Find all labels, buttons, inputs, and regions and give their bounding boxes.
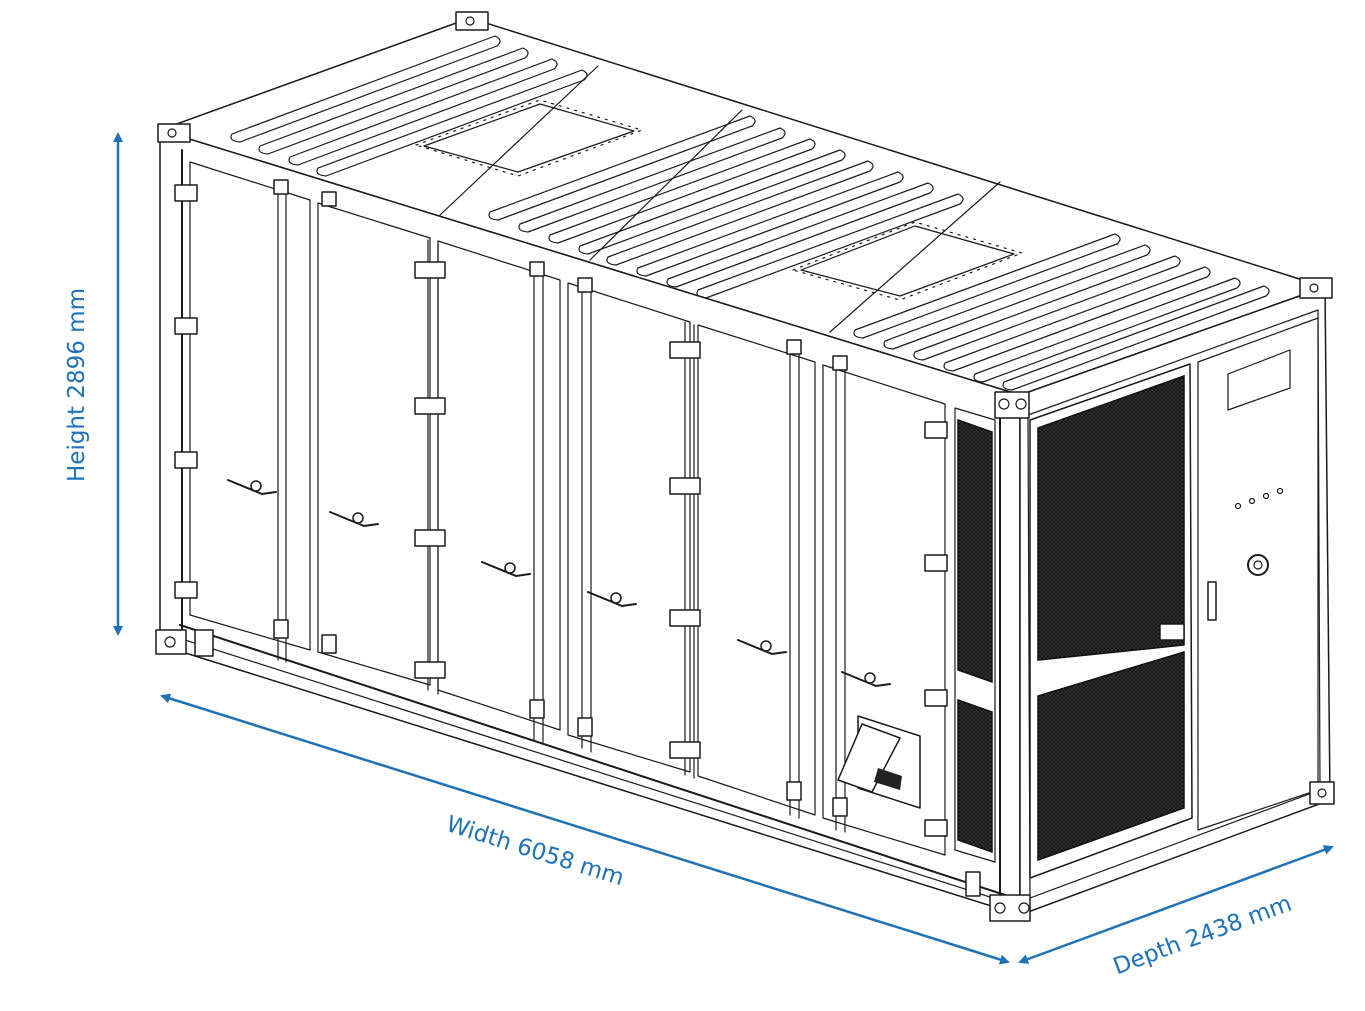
roof-hatch-2 — [792, 221, 1023, 301]
width-label: Width 6058 mm — [443, 811, 627, 891]
depth-label: Depth 2438 mm — [1110, 891, 1295, 981]
roof-ribs-3 — [853, 233, 1270, 391]
width-arrow — [160, 693, 1010, 965]
dimension-height: Height 2896 mm — [64, 132, 123, 636]
depth-arrow — [1018, 845, 1334, 964]
container-drawing — [155, 11, 1335, 922]
end-louvre-panels — [1029, 363, 1193, 879]
roof-hatch-1 — [415, 99, 643, 177]
height-label: Height 2896 mm — [64, 288, 90, 482]
roof-ribs-1 — [230, 35, 588, 177]
roof-ribs-2 — [488, 115, 964, 299]
side-louvre — [957, 418, 993, 854]
door-handles — [227, 479, 891, 687]
